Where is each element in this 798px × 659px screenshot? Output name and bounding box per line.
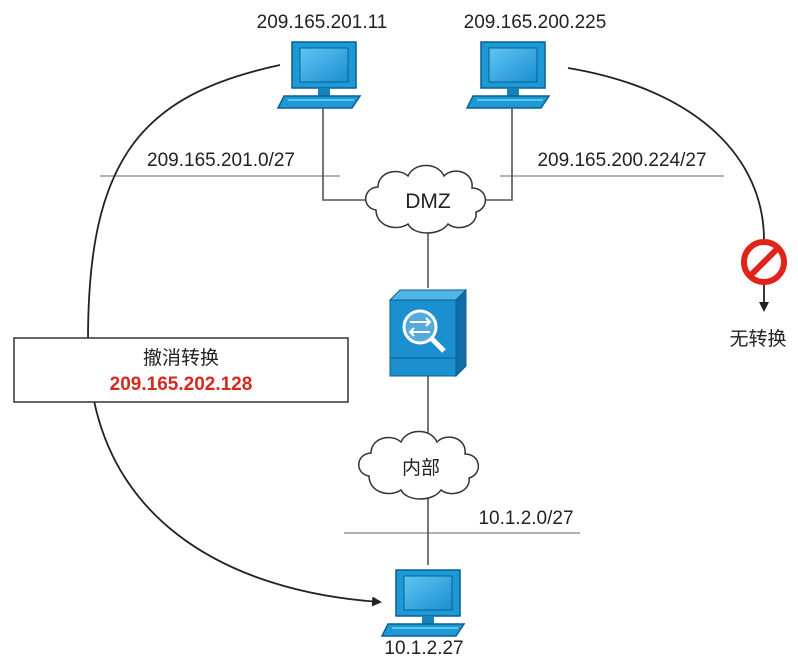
inside-cloud-label: 内部 (402, 457, 440, 479)
translation-box-title: 撤消转换 (143, 347, 219, 369)
no-translation-label: 无转换 (729, 328, 786, 350)
inside-host-ip-label: 10.1.2.27 (384, 638, 463, 659)
cloud-icon (358, 430, 479, 500)
left-subnet-label: 209.165.201.0/27 (147, 150, 295, 171)
cloud-icon (365, 164, 486, 234)
left-host-link (322, 108, 370, 201)
computer-icon (381, 569, 465, 637)
network-lines (100, 108, 724, 565)
computer-icon (466, 41, 550, 109)
no-translation-arrow (567, 67, 769, 312)
firewall-icon (388, 288, 468, 378)
right-host-ip-label: 209.165.200.225 (464, 12, 607, 33)
left-host-ip-label: 209.165.201.11 (257, 12, 388, 33)
mapped-ip-address: 209.165.202.128 (110, 374, 253, 395)
translation-box: 撤消转换 209.165.202.128 (13, 337, 349, 403)
right-subnet-label: 209.165.200.224/27 (537, 150, 706, 171)
prohibited-icon (741, 239, 787, 285)
computer-icon (277, 41, 361, 109)
inside-subnet-label: 10.1.2.0/27 (478, 508, 573, 529)
dmz-cloud-label: DMZ (405, 190, 451, 213)
untranslated-flow-arrow (87, 64, 382, 607)
